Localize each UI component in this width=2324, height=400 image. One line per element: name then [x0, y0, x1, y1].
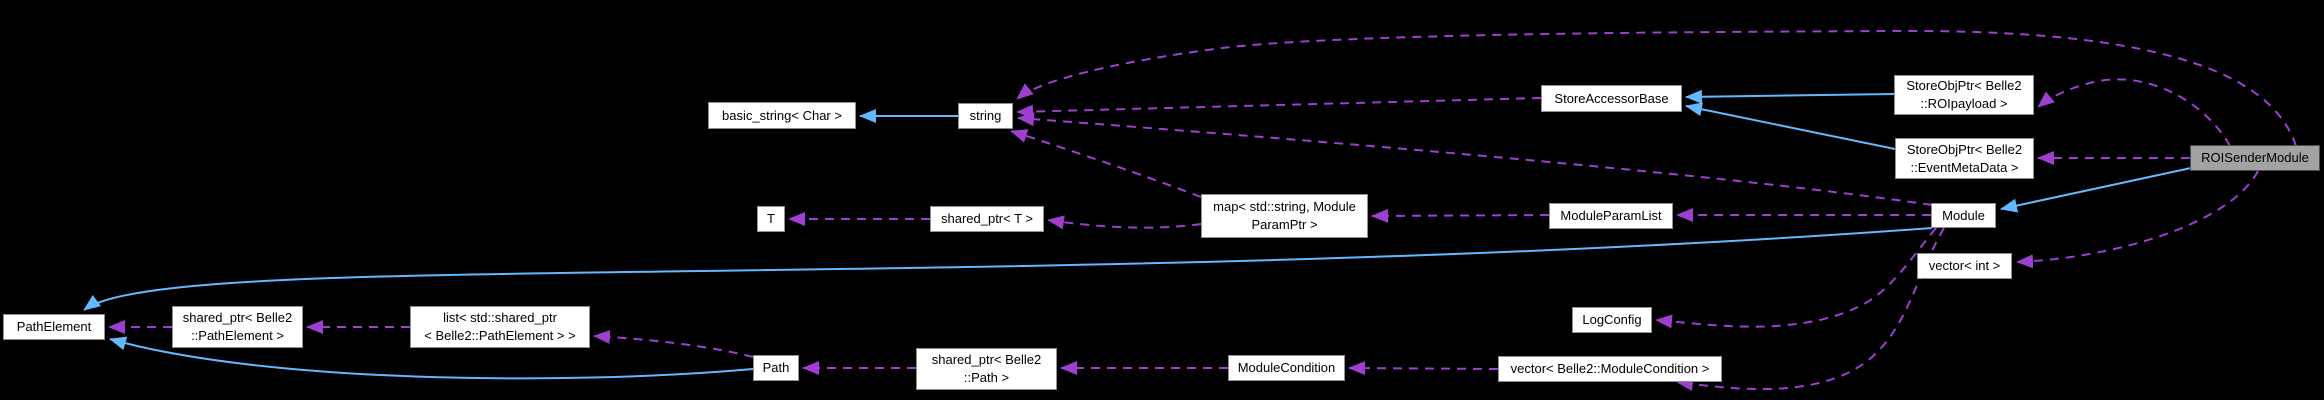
edge-storeobjptr-roipayload-to-storeaccessorbase: [1685, 89, 1895, 104]
node-shared-ptr-path[interactable]: shared_ptr< Belle2 ::Path >: [916, 348, 1057, 390]
node-label: shared_ptr< T >: [940, 211, 1034, 226]
node-label: StoreObjPtr< Belle2: [1906, 78, 2022, 93]
node-label: ParamPtr >: [1251, 217, 1318, 232]
node-label: ModuleCondition: [1237, 360, 1336, 375]
node-label: shared_ptr< Belle2: [182, 310, 293, 325]
edge-storeobjptr-eventmetadata-to-storeaccessorbase: [1685, 102, 1896, 150]
node-list-shared-ptr-pathelement[interactable]: list< std::shared_ptr < Belle2::PathElem…: [410, 306, 590, 348]
edge-path-to-list: [593, 329, 754, 358]
edge-map-to-string: [1010, 129, 1202, 198]
node-label: LogConfig: [1582, 312, 1642, 327]
node-label: basic_string< Char >: [722, 107, 842, 123]
node-storeobjptr-roipayload[interactable]: StoreObjPtr< Belle2 ::ROIpayload >: [1894, 75, 2034, 115]
node-label: ::PathElement >: [191, 328, 284, 343]
node-map-string-moduleparamptr[interactable]: map< std::string, Module ParamPtr >: [1201, 194, 1368, 238]
node-pathelement[interactable]: PathElement: [3, 314, 105, 340]
node-string[interactable]: string: [958, 103, 1013, 129]
edge-storeaccessorbase-to-string: [1016, 97, 1542, 119]
node-label: ::Path >: [963, 370, 1010, 385]
edge-roisendermodule-to-storeobjptr-roipayload: [2037, 78, 2231, 147]
node-label: ::EventMetaData >: [1910, 159, 2019, 175]
edge-module-to-pathelement: [83, 227, 1933, 311]
node-storeobjptr-eventmetadata[interactable]: StoreObjPtr< Belle2 ::EventMetaData >: [1895, 138, 2034, 179]
edge-path-to-pathelement: [109, 336, 754, 380]
node-module[interactable]: Module: [1931, 203, 1996, 228]
edge-vector-modulecondition-to-modulecondition: [1348, 361, 1499, 376]
node-label: list< std::shared_ptr: [443, 310, 557, 325]
node-label: ModuleParamList: [1560, 208, 1662, 223]
node-store-accessor-base[interactable]: StoreAccessorBase: [1541, 85, 1682, 112]
node-label: map< std::string, Module: [1213, 199, 1356, 214]
node-label: T: [767, 211, 775, 226]
edge-roisendermodule-to-vector-int: [2016, 170, 2259, 269]
node-modulecondition[interactable]: ModuleCondition: [1228, 355, 1345, 381]
node-vector-int[interactable]: vector< int >: [1917, 253, 2012, 279]
node-basic-string[interactable]: basic_string< Char >: [708, 102, 856, 129]
node-shared-ptr-pathelement[interactable]: shared_ptr< Belle2 ::PathElement >: [172, 306, 303, 348]
node-label: string: [969, 108, 1002, 123]
node-label: PathElement: [16, 319, 92, 334]
edge-module-to-string: [1017, 112, 1933, 206]
node-label: ROISenderModule: [2201, 150, 2309, 165]
node-logconfig[interactable]: LogConfig: [1572, 307, 1652, 333]
node-t[interactable]: T: [757, 206, 785, 232]
node-label: Path: [762, 360, 790, 375]
node-moduleparamlist[interactable]: ModuleParamList: [1549, 203, 1673, 229]
edge-moduleparamlist-to-map: [1371, 208, 1550, 223]
edge-roisendermodule-to-string: [1016, 29, 2297, 147]
node-roisendermodule: ROISenderModule: [2190, 145, 2320, 171]
node-label: Module: [1942, 207, 1985, 223]
node-label: vector< Belle2::ModuleCondition >: [1510, 361, 1710, 376]
edge-roisendermodule-to-module: [2000, 167, 2192, 213]
node-shared-ptr-t[interactable]: shared_ptr< T >: [930, 206, 1044, 232]
node-label: < Belle2::PathElement > >: [424, 328, 576, 343]
node-path[interactable]: Path: [753, 355, 799, 381]
node-label: StoreObjPtr< Belle2: [1906, 141, 2023, 157]
node-vector-modulecondition[interactable]: vector< Belle2::ModuleCondition >: [1498, 356, 1722, 382]
node-label: StoreAccessorBase: [1554, 90, 1669, 106]
edge-map-to-shared-ptr-t: [1047, 215, 1202, 230]
node-label: vector< int >: [1928, 258, 2001, 273]
node-label: ::ROIpayload >: [1920, 96, 2008, 111]
node-label: shared_ptr< Belle2: [931, 352, 1042, 367]
